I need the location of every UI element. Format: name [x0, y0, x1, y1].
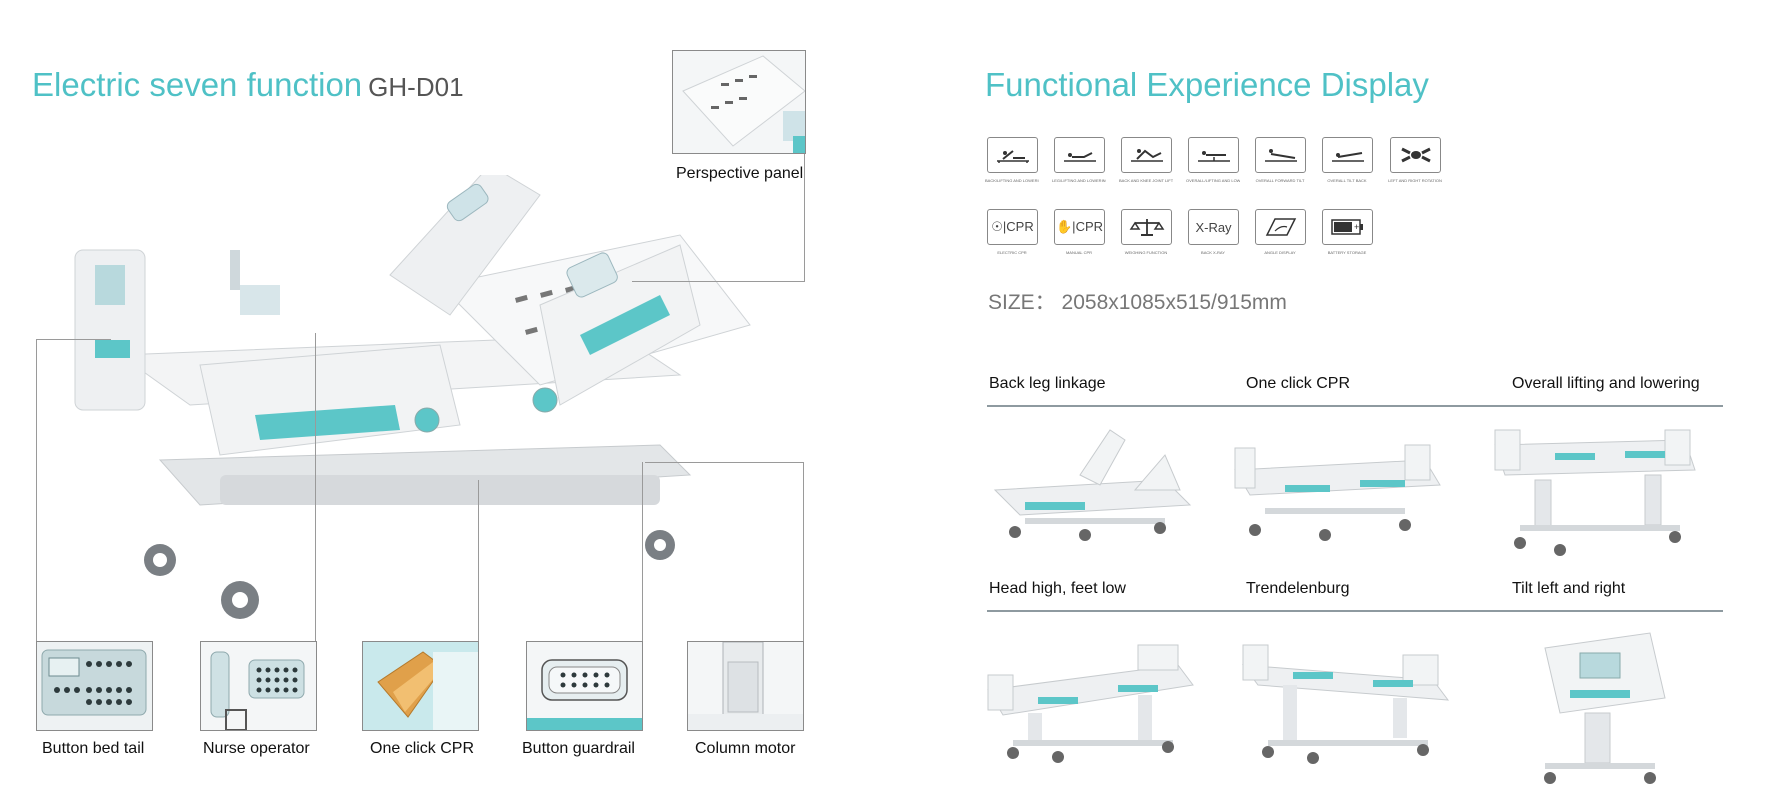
caption-column-motor: Column motor — [695, 740, 796, 757]
callout-line-column — [803, 462, 804, 642]
left-right-rotation-icon — [1390, 137, 1441, 173]
icon-caption-leg-lifting: LEG/LIFTING AND LOWERING — [1052, 178, 1106, 183]
size-spec: SIZE： 2058x1085x515/915mm — [988, 286, 1287, 316]
button-bed-tail-thumbnail — [36, 641, 153, 731]
caption-button-bed-tail: Button bed tail — [42, 740, 145, 757]
manual-cpr-text: CPR — [1075, 219, 1104, 234]
icon-caption-battery: BATTERY STORAGE — [1327, 250, 1367, 255]
caption-one-click-cpr: One click CPR — [370, 740, 475, 757]
bed-image-tilt — [1544, 632, 1666, 784]
product-model: GH-D01 — [368, 72, 464, 102]
callout-line-column-h — [645, 462, 804, 463]
icon-caption-xray: BACK X-RAY — [1201, 250, 1225, 255]
leg-lifting-icon — [1054, 137, 1105, 173]
xray-icon: X-Ray — [1188, 209, 1239, 245]
function-label-head-high: Head high, feet low — [989, 580, 1126, 597]
caption-button-guardrail: Button guardrail — [522, 740, 635, 757]
electric-cpr-text: CPR — [1006, 219, 1034, 234]
main-bed-illustration — [74, 175, 751, 619]
product-title-text: Electric seven function — [32, 66, 363, 103]
weighing-function-icon — [1121, 209, 1172, 245]
callout-line-bed-tail — [36, 339, 37, 642]
overall-tilt-back-icon — [1322, 137, 1373, 173]
size-label: SIZE： — [988, 291, 1056, 314]
perspective-panel-thumbnail — [672, 50, 806, 154]
icon-caption-electric-cpr: ELECTRIC CPR — [997, 250, 1027, 255]
back-knee-linkage-icon — [1121, 137, 1172, 173]
battery-storage-icon: + — [1322, 209, 1373, 245]
xray-label: X-Ray — [1195, 219, 1232, 235]
one-click-cpr-thumbnail — [362, 641, 479, 731]
angle-display-icon — [1255, 209, 1306, 245]
callout-line-panel — [804, 152, 805, 282]
icon-caption-rotation: LEFT AND RIGHT ROTATION — [1388, 178, 1442, 183]
manual-cpr-label: ✋|CPR — [1055, 219, 1104, 234]
nurse-operator-thumbnail — [200, 641, 317, 731]
divider-row1 — [987, 405, 1723, 407]
bed-image-overall-lifting — [1494, 429, 1696, 556]
function-label-back-leg: Back leg linkage — [989, 375, 1106, 392]
bed-image-trendelenburg — [1241, 644, 1450, 764]
icon-caption-forward-tilt: OVERALL FORWARD TILT — [1255, 178, 1305, 183]
callout-line-guardrail — [642, 462, 643, 642]
icon-caption-back-lifting: BACK/LIFTING AND LOWERING — [985, 178, 1039, 183]
electric-cpr-label: ☉|CPR — [991, 219, 1034, 234]
bed-image-one-click-cpr — [1234, 444, 1441, 541]
icon-caption-tilt-back: OVERALL TILT BACK — [1327, 178, 1367, 183]
svg-text:+: + — [1354, 222, 1359, 232]
size-value: 2058x1085x515/915mm — [1061, 291, 1287, 314]
divider-row2 — [987, 610, 1723, 612]
callout-line-bed-tail-h — [36, 339, 111, 340]
manual-cpr-icon: ✋|CPR — [1054, 209, 1105, 245]
callout-line-cpr — [478, 480, 479, 641]
icon-caption-weighing: WEIGHING FUNCTION — [1124, 250, 1168, 255]
functional-experience-title: Functional Experience Display — [985, 66, 1429, 103]
overall-lifting-icon — [1188, 137, 1239, 173]
caption-perspective-panel: Perspective panel — [676, 165, 804, 182]
callout-line-panel-h — [632, 281, 805, 282]
icon-caption-manual-cpr: MANUAL CPR — [1065, 250, 1093, 255]
callout-line-nurse — [315, 333, 316, 641]
bed-image-head-high — [987, 644, 1194, 763]
function-label-tilt: Tilt left and right — [1512, 580, 1626, 597]
icon-caption-angle: ANGLE DISPLAY — [1264, 250, 1296, 255]
bed-image-back-leg-linkage — [993, 429, 1192, 541]
column-motor-thumbnail — [687, 641, 804, 731]
function-label-trendelenburg: Trendelenburg — [1246, 580, 1350, 597]
caption-nurse-operator: Nurse operator — [203, 740, 310, 757]
icon-caption-overall-lifting: OVERALL/LIFTING AND LOWERING — [1186, 178, 1240, 183]
icon-caption-back-knee: BACK AND KNEE JOINT LIFTING AND LOWERING — [1119, 178, 1173, 183]
overall-forward-tilt-icon — [1255, 137, 1306, 173]
back-lifting-icon — [987, 137, 1038, 173]
button-guardrail-thumbnail — [526, 641, 643, 731]
function-label-overall-lifting: Overall lifting and lowering — [1512, 375, 1700, 392]
function-label-one-click-cpr: One click CPR — [1246, 375, 1351, 392]
electric-cpr-icon: ☉|CPR — [987, 209, 1038, 245]
